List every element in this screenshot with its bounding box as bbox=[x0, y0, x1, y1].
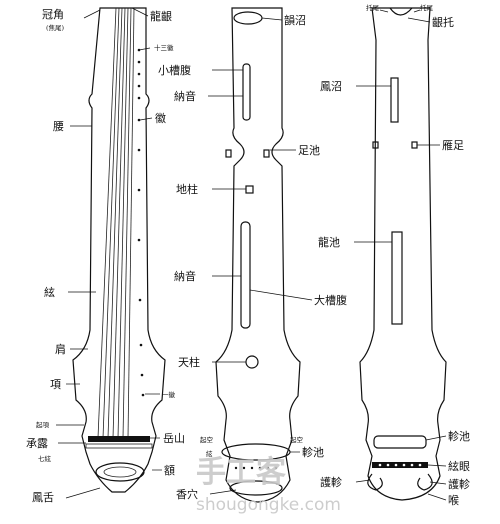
label-zuchi: 足池 bbox=[298, 144, 320, 157]
label-qikong-left: 起空 bbox=[200, 435, 214, 444]
nayin-top-slot bbox=[242, 63, 251, 121]
label-qixian: 七絃 bbox=[38, 454, 52, 463]
tianzhu-circle bbox=[245, 355, 259, 369]
front-body-outline bbox=[72, 7, 166, 493]
label-qikong-right: 起空 bbox=[290, 435, 304, 444]
yintuo-shape bbox=[389, 7, 413, 16]
label-e: 額 bbox=[164, 464, 175, 477]
front-leaders bbox=[56, 7, 162, 499]
label-xiaocaofu: 小槽腹 bbox=[158, 63, 191, 77]
watermark-logo: 手工客 bbox=[196, 455, 286, 490]
side-leaders bbox=[354, 9, 447, 501]
label-hui: 徽 bbox=[155, 111, 166, 125]
label-fengshe: 鳳舌 bbox=[32, 491, 54, 504]
label-xian: 絃 bbox=[44, 285, 55, 299]
label-nayin-mid: 納音 bbox=[174, 269, 196, 283]
label-hu-zhen-left: 護軫 bbox=[320, 475, 342, 489]
label-tianzhu: 天柱 bbox=[178, 355, 200, 369]
chenglu-strip bbox=[85, 443, 153, 449]
label-nayin-top: 納音 bbox=[174, 89, 196, 103]
label-hou: 喉 bbox=[448, 494, 459, 507]
label-shisan-hui: 十三徽 bbox=[154, 43, 174, 52]
label-xiangxue: 香穴 bbox=[176, 487, 198, 501]
back-view: 韻沼 小槽腹 納音 足池 地柱 納音 大槽腹 天柱 起空 起空 絃 軫池 香穴 bbox=[158, 7, 347, 503]
label-xiang: 項 bbox=[50, 378, 61, 391]
label-chenglu: 承露 bbox=[26, 437, 48, 450]
label-fengzhao: 鳳沼 bbox=[320, 79, 342, 93]
label-back-xian: 絃 bbox=[206, 449, 213, 458]
back-body-outline bbox=[215, 7, 301, 503]
label-guanjiao: 冠角 bbox=[42, 8, 64, 21]
zhenchi-side bbox=[373, 435, 427, 449]
fengshe-shape bbox=[95, 462, 145, 482]
label-longchi: 龍池 bbox=[318, 235, 340, 249]
side-body-outline bbox=[359, 7, 447, 501]
nayin-mid-slot bbox=[240, 221, 251, 329]
strings bbox=[97, 7, 135, 439]
front-view: 冠角 (焦尾) 龍齦 十三徽 徽 腰 絃 肩 項 起項 承露 七絃 一徽 岳山 … bbox=[26, 7, 185, 504]
dizhu-square bbox=[245, 185, 254, 194]
fengzhao-slot bbox=[390, 77, 399, 123]
longchi-slot bbox=[391, 231, 403, 325]
label-xianyan: 絃眼 bbox=[448, 459, 470, 473]
yinzhao-shape bbox=[233, 11, 263, 25]
back-leaders bbox=[208, 17, 313, 495]
label-longyin: 龍齦 bbox=[150, 9, 172, 23]
label-dizhu: 地柱 bbox=[176, 182, 198, 196]
xianyan-holes bbox=[378, 463, 422, 467]
label-yueshan: 岳山 bbox=[163, 432, 185, 445]
hui-markers bbox=[137, 48, 145, 397]
label-back-zhenchi: 軫池 bbox=[302, 445, 324, 459]
label-yao: 腰 bbox=[53, 120, 64, 133]
label-tuowei-right: 托尾 bbox=[420, 3, 434, 12]
label-yintuo: 齦托 bbox=[432, 15, 454, 29]
watermark: 手工客 shougongke.com bbox=[196, 455, 341, 515]
label-yanzu: 雁足 bbox=[442, 139, 464, 152]
label-guanjiao-sub: (焦尾) bbox=[46, 23, 65, 32]
side-view: 托尾 托尾 齦托 鳳沼 雁足 龍池 軫池 絃眼 護軫 護軫 喉 bbox=[318, 3, 470, 507]
label-yihui: 一徽 bbox=[162, 390, 176, 399]
label-yinzhao: 韻沼 bbox=[284, 13, 306, 27]
tuning-holes-back bbox=[234, 466, 278, 470]
label-hu-zhen-right: 護軫 bbox=[448, 477, 470, 491]
label-dacaofu: 大槽腹 bbox=[314, 293, 347, 307]
label-tuowei-left: 托尾 bbox=[366, 3, 380, 12]
xianyan-strip bbox=[372, 462, 428, 468]
watermark-url: shougongke.com bbox=[196, 495, 341, 515]
label-qixiang: 起項 bbox=[36, 421, 50, 429]
label-side-zhenchi: 軫池 bbox=[448, 429, 470, 443]
xiangxue-shape bbox=[229, 480, 283, 496]
yueshan-bridge bbox=[88, 436, 150, 442]
label-jian: 肩 bbox=[55, 342, 66, 356]
